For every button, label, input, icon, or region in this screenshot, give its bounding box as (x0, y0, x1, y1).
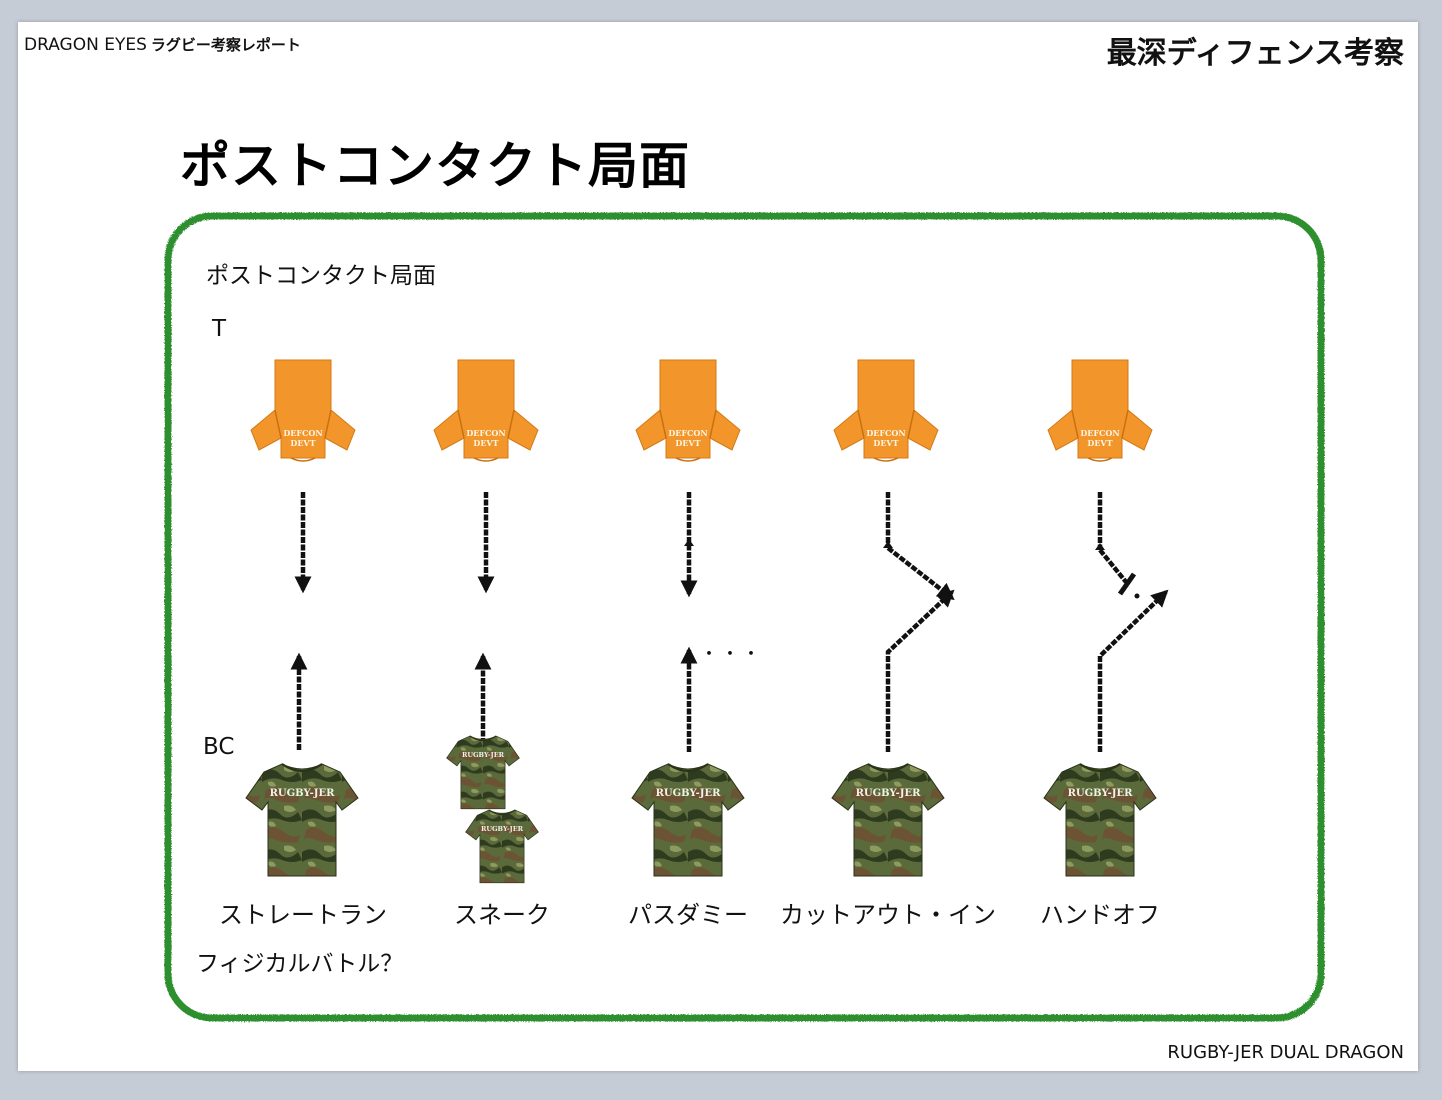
contact-tick-icon (1095, 543, 1105, 550)
carrier-shirt-snake-2: RUGBY-JER (465, 809, 539, 884)
defender-label: T (212, 316, 227, 342)
defender-shirt-text: DEVT (873, 438, 898, 448)
diagram-frame (164, 212, 1325, 1022)
carrier-shirt-text: RUGBY-JER (656, 788, 721, 799)
brand-subtitle: ラグビー考察レポート (150, 36, 301, 54)
carrier-shirt-cut-out-in: RUGBY-JER (831, 763, 945, 877)
carrier-shirt-hand-off: RUGBY-JER (1043, 763, 1157, 877)
defender-shirt-text: DEVT (675, 438, 700, 448)
slide-title: ポストコンタクト局面 (180, 137, 690, 195)
brand-name: DRAGON EYES (24, 35, 147, 55)
carrier-shirt-snake-1: RUGBY-JER (446, 735, 520, 810)
carrier-shirt-text: RUGBY-JER (856, 788, 921, 799)
move-label-snake: スネーク (454, 901, 550, 929)
move-label-straight-run: ストレートラン (219, 901, 387, 929)
carrier-shirt-text: RUGBY-JER (1068, 788, 1133, 799)
contact-tick-icon (883, 541, 893, 548)
move-label-hand-off: ハンドオフ (1040, 901, 1160, 929)
move-label-cut-out-in: カットアウト・イン (780, 901, 996, 929)
defender-shirt-text: DEFCON (1080, 428, 1119, 438)
defender-shirt-text: DEVT (473, 438, 498, 448)
move-label-pass-dummy: パスダミー (628, 901, 748, 929)
panel-caption: ポストコンタクト局面 (206, 263, 436, 289)
carrier-shirt-straight-run: RUGBY-JER (245, 763, 359, 877)
defender-shirt-text: DEFCON (283, 428, 322, 438)
hand-off-block-icon (1117, 572, 1137, 596)
hand-off-dot-icon (1134, 593, 1140, 599)
carrier-shirt-text: RUGBY-JER (270, 788, 335, 799)
contact-tick-icon (684, 539, 694, 546)
defender-shirt-text: DEVT (290, 438, 315, 448)
ball-carrier-label: BC (203, 734, 235, 760)
report-title: 最深ディフェンス考察 (1106, 36, 1404, 71)
arrow-layer (290, 492, 1169, 752)
physical-battle-note: フィジカルバトル？ (196, 951, 404, 977)
footer-credit: RUGBY-JER DUAL DRAGON (1167, 1042, 1404, 1063)
dummy-ellipsis: ・・・ (700, 644, 763, 665)
defender-shirt-text: DEVT (1087, 438, 1112, 448)
defender-shirt-text: DEFCON (866, 428, 905, 438)
carrier-shirt-text: RUGBY-JER (462, 751, 505, 759)
defender-shirt-text: DEFCON (466, 428, 505, 438)
carrier-arrow-hand-off (1097, 589, 1169, 752)
defender-shirt-text: DEFCON (668, 428, 707, 438)
carrier-arrow-cut-out-in-step (885, 589, 955, 752)
defender-arrow-cut-out-in-turn (886, 546, 955, 601)
carrier-shirt-text: RUGBY-JER (481, 825, 524, 833)
defender-arrow-hand-off-turn (1098, 548, 1128, 584)
shirt-layer: DEFCONDEVTDEFCONDEVTDEFCONDEVTDEFCONDEVT… (245, 359, 1157, 884)
carrier-shirt-pass-dummy: RUGBY-JER (631, 763, 745, 877)
